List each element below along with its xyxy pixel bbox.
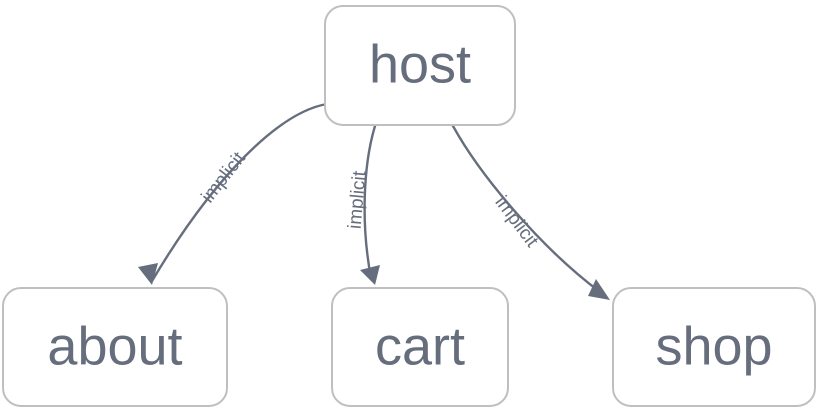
node-about-label: about <box>47 316 182 376</box>
edges-layer: implicit implicit implicit <box>138 102 610 300</box>
node-cart-box <box>331 287 509 407</box>
node-shop-box <box>612 287 816 407</box>
edge-host-shop-label: implicit <box>491 192 543 252</box>
node-cart-label: cart <box>375 316 465 376</box>
edge-host-shop[interactable]: implicit <box>451 124 610 300</box>
node-about-box <box>2 287 228 407</box>
edge-host-shop-arrowhead-icon <box>588 279 610 300</box>
node-host-box <box>324 5 516 126</box>
node-shop-label: shop <box>655 316 772 376</box>
node-host-label: host <box>369 34 471 94</box>
node-shop[interactable]: shop <box>612 287 816 407</box>
node-about[interactable]: about <box>2 287 228 407</box>
edge-host-cart-line <box>363 124 377 280</box>
edge-host-about-arrowhead-icon <box>138 263 158 285</box>
edge-host-shop-line <box>451 124 602 294</box>
node-cart[interactable]: cart <box>331 287 509 407</box>
nodes-layer: host about cart shop <box>2 5 816 407</box>
node-host[interactable]: host <box>324 5 516 126</box>
edge-host-about-label: implicit <box>197 148 250 207</box>
edge-host-about[interactable]: implicit <box>138 102 329 285</box>
edge-host-cart-label: implicit <box>345 169 371 229</box>
edge-host-about-line <box>150 102 329 283</box>
edge-host-cart-arrowhead-icon <box>360 265 380 285</box>
edge-host-cart[interactable]: implicit <box>345 124 380 285</box>
